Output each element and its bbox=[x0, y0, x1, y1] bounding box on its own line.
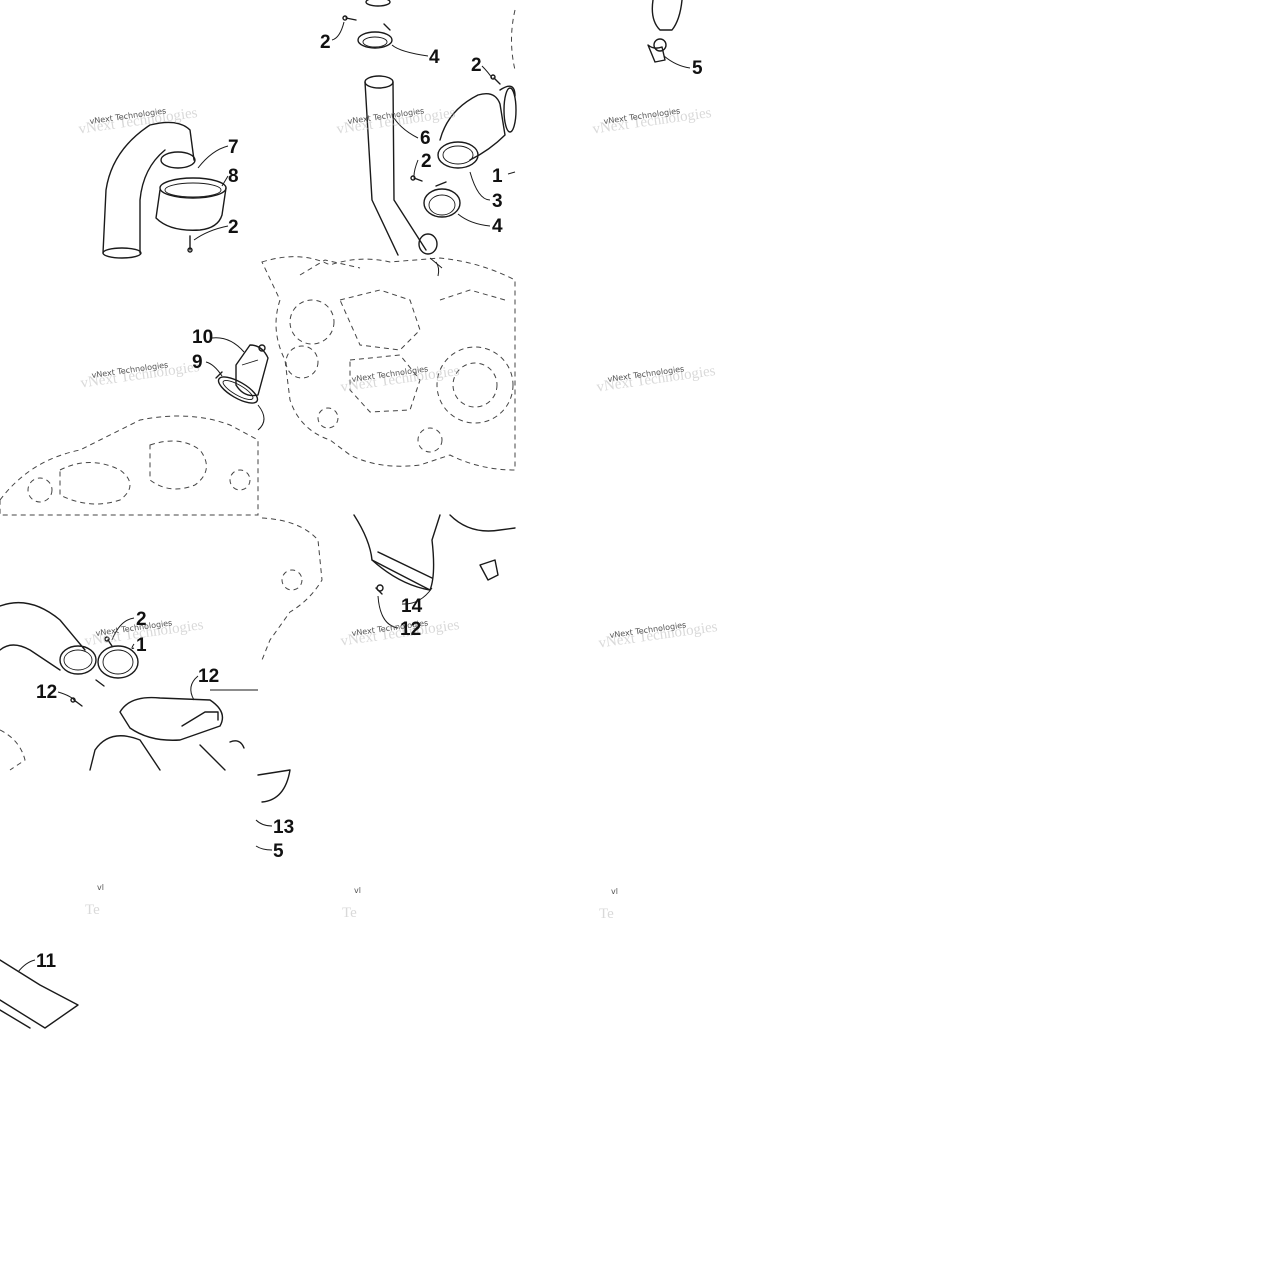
screw-left bbox=[187, 235, 193, 253]
callout-2-left: 2 bbox=[228, 217, 239, 238]
callout-4-middle: 4 bbox=[492, 216, 503, 237]
callout-2-top: 2 bbox=[320, 32, 331, 53]
flange-adapter bbox=[235, 344, 269, 397]
tailpipe-lower bbox=[0, 959, 79, 1029]
callout-1-lower: 1 bbox=[136, 635, 147, 656]
watermark-fragment-2: vl Te bbox=[342, 886, 361, 921]
hose-clamp-adapter bbox=[215, 371, 259, 404]
left-intake-elbow bbox=[102, 121, 196, 259]
lower-intake-elbow bbox=[0, 601, 97, 675]
watermark-5: vNext Technologies vNext Technologies bbox=[340, 363, 461, 396]
engine-block-outline bbox=[261, 256, 516, 471]
screw-middle bbox=[410, 175, 423, 182]
callout-5-lower: 5 bbox=[273, 841, 284, 862]
callout-12-middle: 12 bbox=[400, 619, 421, 640]
leader-lines bbox=[17, 21, 691, 973]
callout-labels: 2 4 2 5 7 6 8 2 1 3 2 4 10 9 14 2 12 1 1… bbox=[36, 32, 703, 972]
watermark-1: vNext Technologies vNext Technologies bbox=[78, 105, 199, 138]
watermark-3: vNext Technologies vNext Technologies bbox=[592, 105, 713, 138]
callout-2-upper-right: 2 bbox=[471, 55, 482, 76]
hose-clamp-top bbox=[357, 23, 393, 49]
watermark-fragment-1-small: vl bbox=[97, 883, 104, 892]
exhaust-shield-upper bbox=[353, 514, 516, 591]
lower-engine-outline bbox=[0, 517, 323, 771]
watermark-9: vNext Technologies vNext Technologies bbox=[598, 619, 719, 652]
watermark-4: vNext Technologies vNext Technologies bbox=[80, 359, 201, 392]
callout-12-left: 12 bbox=[36, 682, 57, 703]
boot-coupler-left bbox=[155, 177, 227, 231]
upper-right-duct bbox=[647, 0, 683, 63]
callout-13: 13 bbox=[273, 817, 294, 838]
callout-10: 10 bbox=[192, 327, 213, 348]
hose-clamp-middle bbox=[423, 181, 461, 218]
callout-1-top: 1 bbox=[492, 166, 503, 187]
callout-8: 8 bbox=[228, 166, 239, 187]
watermark-fragment-3-small: vl bbox=[611, 887, 618, 896]
callout-9: 9 bbox=[192, 352, 203, 373]
watermark-fragment-3-large: Te bbox=[599, 906, 614, 922]
callout-2-lower: 2 bbox=[136, 609, 147, 630]
muffler-assembly bbox=[89, 689, 291, 803]
right-edge-outline bbox=[511, 9, 516, 71]
watermark-fragment-2-large: Te bbox=[342, 905, 357, 921]
watermark-fragment-1: vl Te bbox=[85, 883, 104, 918]
callout-3: 3 bbox=[492, 191, 503, 212]
callout-11: 11 bbox=[36, 951, 57, 972]
watermark-fragment-2-small: vl bbox=[354, 886, 361, 895]
elbow-boot-right bbox=[437, 85, 517, 169]
screw-right-upper bbox=[490, 74, 501, 85]
watermark-fragment-3: vl Te bbox=[599, 887, 618, 922]
callout-5-top: 5 bbox=[692, 58, 703, 79]
transmission-outline bbox=[0, 415, 259, 516]
long-intake-duct bbox=[364, 75, 443, 269]
watermark-2: vNext Technologies vNext Technologies bbox=[336, 105, 457, 138]
callout-2-middle: 2 bbox=[421, 151, 432, 172]
screw-lower-middle bbox=[375, 584, 384, 595]
screw-top-left bbox=[342, 15, 357, 21]
intake-tube-top bbox=[365, 0, 391, 7]
watermark-6: vNext Technologies vNext Technologies bbox=[596, 363, 717, 396]
watermark-fragment-1-large: Te bbox=[85, 902, 100, 918]
hose-clamp-lower bbox=[95, 645, 139, 687]
callout-7: 7 bbox=[228, 137, 239, 158]
callout-12-muffler: 12 bbox=[198, 666, 219, 687]
callout-6: 6 bbox=[420, 128, 431, 149]
callout-4-top: 4 bbox=[429, 47, 440, 68]
callout-14: 14 bbox=[401, 596, 423, 617]
